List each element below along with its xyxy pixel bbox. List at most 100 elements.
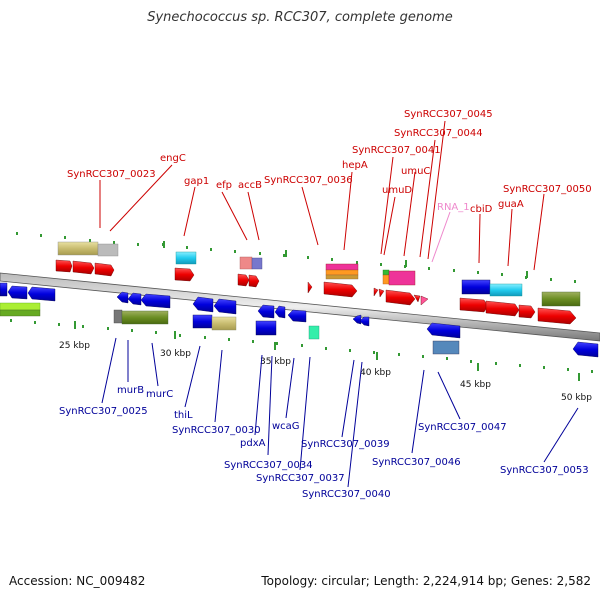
reverse-gene[interactable] [27,286,56,302]
gene-label[interactable]: wcaG [272,421,300,432]
top-labels: SynRCC307_0023 engC gap1 efp accB SynRCC… [67,109,592,215]
gene-label[interactable]: umuD [382,185,412,196]
gene-feature[interactable] [255,320,277,336]
gene-feature[interactable] [325,274,359,280]
gene-label[interactable]: SynRCC307_0039 [301,439,390,450]
reverse-gene[interactable] [0,282,8,297]
forward-gene[interactable] [55,259,73,273]
forward-gene[interactable] [518,304,536,319]
gene-label[interactable]: SynRCC307_0034 [224,460,313,471]
reverse-gene[interactable] [352,314,362,325]
reverse-gene[interactable] [257,304,275,319]
gene-feature[interactable] [461,279,491,295]
gene-label[interactable]: SynRCC307_0040 [302,489,391,500]
gene-feature[interactable] [175,251,197,265]
reverse-gene[interactable] [426,322,461,339]
forward-gene[interactable] [373,287,379,297]
reverse-gene[interactable] [140,293,171,309]
forward-gene[interactable] [420,295,429,306]
gene-feature[interactable] [382,274,390,285]
bottom-labels: SynRCC307_0025 murB murC thiL SynRCC307_… [59,385,589,500]
gene-label[interactable]: murB [117,385,144,396]
gene-feature[interactable] [192,314,213,329]
forward-gene[interactable] [237,273,250,287]
accession-text: Accession: NC_009482 [9,574,146,588]
gene-label[interactable]: SynRCC307_0037 [256,473,345,484]
forward-gene[interactable] [307,281,313,294]
gene-label[interactable]: SynRCC307_0045 [404,109,493,120]
gene-label[interactable]: SynRCC307_0041 [352,145,441,156]
reverse-gene[interactable] [359,316,370,327]
gene-label[interactable]: SynRCC307_0030 [172,425,261,436]
gene-feature[interactable] [489,283,523,297]
gene-feature[interactable] [308,325,320,340]
reverse-gene[interactable] [572,341,599,358]
forward-gene[interactable] [94,262,115,277]
scale-label: 30 kbp [160,349,191,359]
gene-feature[interactable] [97,243,119,257]
gene-label[interactable]: SynRCC307_0050 [503,184,592,195]
gene-label[interactable]: murC [146,389,173,400]
gene-feature[interactable] [541,291,581,307]
gene-feature[interactable] [211,316,237,331]
forward-gene[interactable] [485,300,520,317]
gene-feature[interactable] [382,269,390,276]
gene-label[interactable]: SynRCC307_0046 [372,457,461,468]
scale-label: 50 kbp [561,393,592,403]
forward-gene[interactable] [248,274,260,288]
forward-gene[interactable] [72,260,95,275]
gene-label[interactable]: engC [160,153,186,164]
gene-label[interactable]: SynRCC307_0036 [264,175,353,186]
gene-label[interactable]: hepA [342,160,368,171]
forward-gene[interactable] [378,288,385,298]
gene-label[interactable]: SynRCC307_0044 [394,128,483,139]
forward-gene[interactable] [174,267,195,282]
genome-summary-text: Topology: circular; Length: 2,224,914 bp… [261,574,591,588]
forward-gene[interactable] [459,297,489,313]
gene-label[interactable]: SynRCC307_0053 [500,465,589,476]
gene-feature[interactable] [113,309,123,324]
reverse-gene[interactable] [274,305,286,319]
reverse-gene[interactable] [7,285,28,300]
forward-gene[interactable] [413,294,421,303]
gene-feature[interactable] [0,309,41,317]
gene-label[interactable]: gap1 [184,176,209,187]
gene-feature[interactable] [239,256,253,270]
gene-label[interactable]: pdxA [240,438,266,449]
forward-genes [55,241,581,325]
gene-label[interactable]: umuC [401,166,430,177]
gene-label[interactable]: RNA_1 [437,202,470,213]
scale-label: 35 kbp [260,357,291,367]
gene-label[interactable]: thiL [174,410,193,421]
reverse-gene[interactable] [116,291,129,304]
gene-feature[interactable] [251,257,263,270]
gene-label[interactable]: SynRCC307_0025 [59,406,148,417]
gene-label[interactable]: guaA [498,199,524,210]
gene-label[interactable]: SynRCC307_0047 [418,422,507,433]
reverse-gene[interactable] [127,292,142,306]
gene-feature[interactable] [0,302,41,311]
gene-label[interactable]: efp [216,180,232,191]
gene-label[interactable]: SynRCC307_0023 [67,169,156,180]
top-label-lines [99,120,545,271]
reverse-gene[interactable] [192,296,214,313]
gene-feature[interactable] [57,241,99,256]
gene-feature[interactable] [325,269,359,276]
reverse-gene[interactable] [213,298,237,315]
gene-feature[interactable] [121,310,169,325]
forward-gene[interactable] [385,289,416,306]
reverse-gene[interactable] [287,309,307,323]
forward-gene[interactable] [537,307,577,325]
rna-label-line [431,211,451,263]
forward-gene[interactable] [323,281,358,298]
gene-feature[interactable] [432,340,460,355]
gene-feature[interactable] [388,270,416,286]
gene-label[interactable]: cbiD [470,204,493,215]
scale-labels: 25 kbp 30 kbp 35 kbp 40 kbp 45 kbp 50 kb… [59,341,592,403]
gene-feature[interactable] [325,263,359,271]
scale-label: 40 kbp [360,368,391,378]
gene-label[interactable]: accB [238,180,262,191]
genome-backbone [0,272,600,342]
scale-label: 45 kbp [460,380,491,390]
